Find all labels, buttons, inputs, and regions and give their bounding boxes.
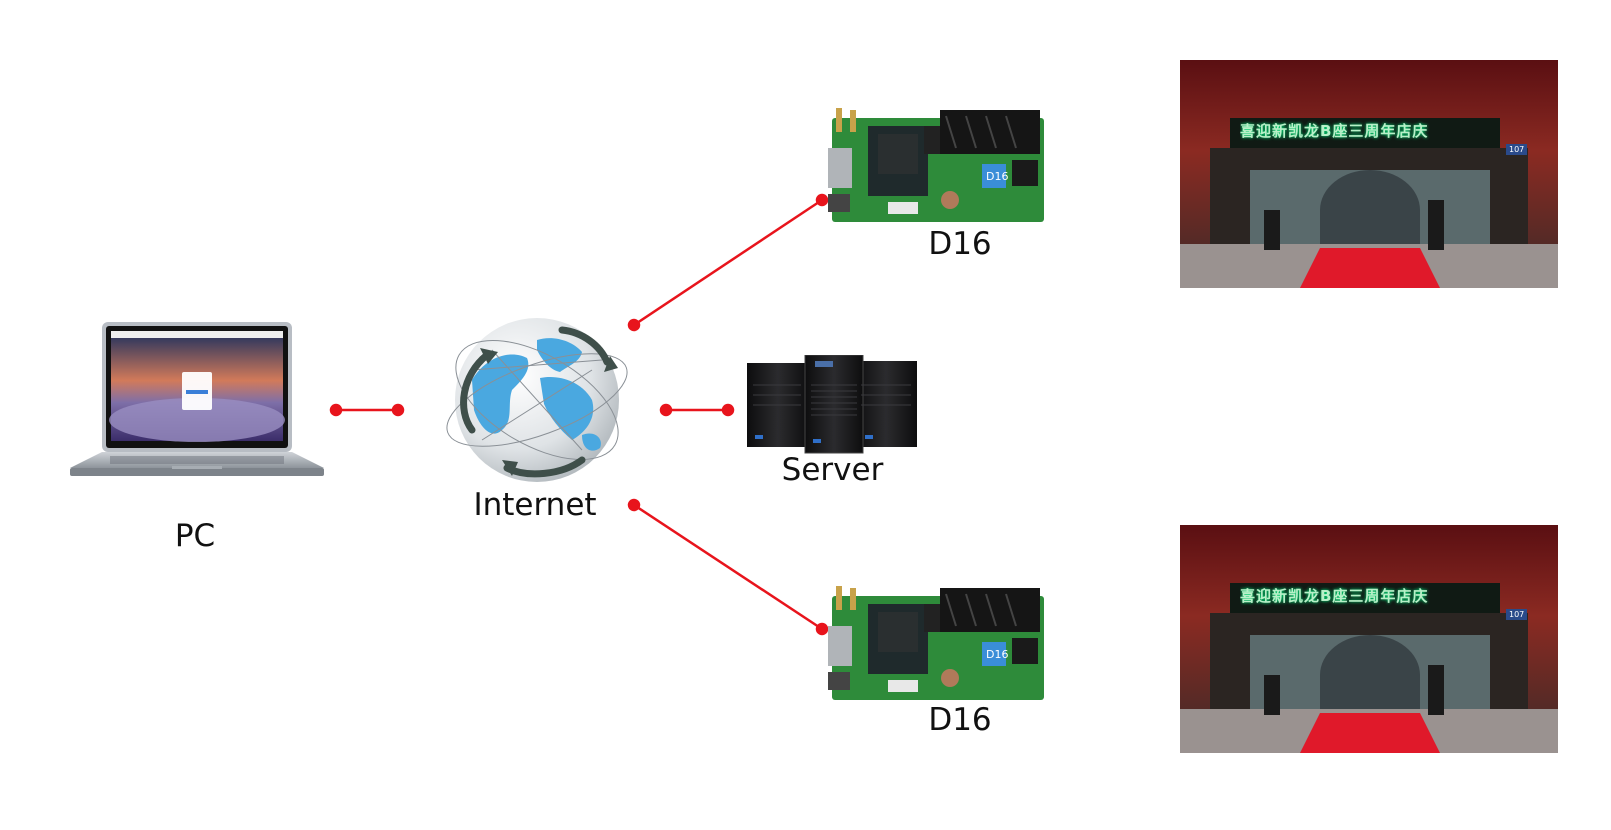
pc-label: PC [174, 518, 216, 554]
storefront-image [1180, 60, 1558, 288]
server-node [745, 354, 920, 455]
connector-internet-controller-bottom [633, 503, 823, 631]
connector-internet-controller-top [633, 198, 823, 327]
connector-dot [329, 403, 343, 417]
internet-node [432, 300, 642, 500]
controller-board-icon: D16 [828, 586, 1044, 700]
controller-top-label: D16 [928, 226, 992, 262]
led-sign-text: 喜迎新凯龙B座三周年店庆 [1240, 587, 1429, 605]
controller-bottom-label: D16 [928, 702, 992, 738]
chip-label: D16 [986, 170, 1008, 183]
server-icon [747, 354, 917, 454]
internet-label: Internet [473, 487, 597, 523]
led-sign-text: 喜迎新凯龙B座三周年店庆 [1240, 122, 1429, 140]
led-display-photo-top: 喜迎新凯龙B座三周年店庆 107 [1180, 60, 1558, 288]
connector-dot [815, 622, 829, 636]
server-label: Server [781, 452, 884, 488]
connector-dot [627, 318, 641, 332]
door-number: 107 [1506, 609, 1528, 620]
connector-dot [627, 498, 641, 512]
connector-dot [659, 403, 673, 417]
connector-dot [391, 403, 405, 417]
controller-board-top: D16 [828, 108, 1048, 226]
led-display-photo-bottom: 喜迎新凯龙B座三周年店庆 107 [1180, 525, 1558, 753]
storefront-image [1180, 525, 1558, 753]
globe-icon [446, 318, 628, 482]
door-number: 107 [1506, 144, 1528, 155]
chip-label: D16 [986, 648, 1008, 661]
connector-dot [721, 403, 735, 417]
pc-node [60, 318, 330, 498]
controller-board-bottom: D16 [828, 586, 1048, 704]
connector-dot [815, 193, 829, 207]
controller-board-icon: D16 [828, 108, 1044, 222]
laptop-icon [70, 322, 324, 476]
